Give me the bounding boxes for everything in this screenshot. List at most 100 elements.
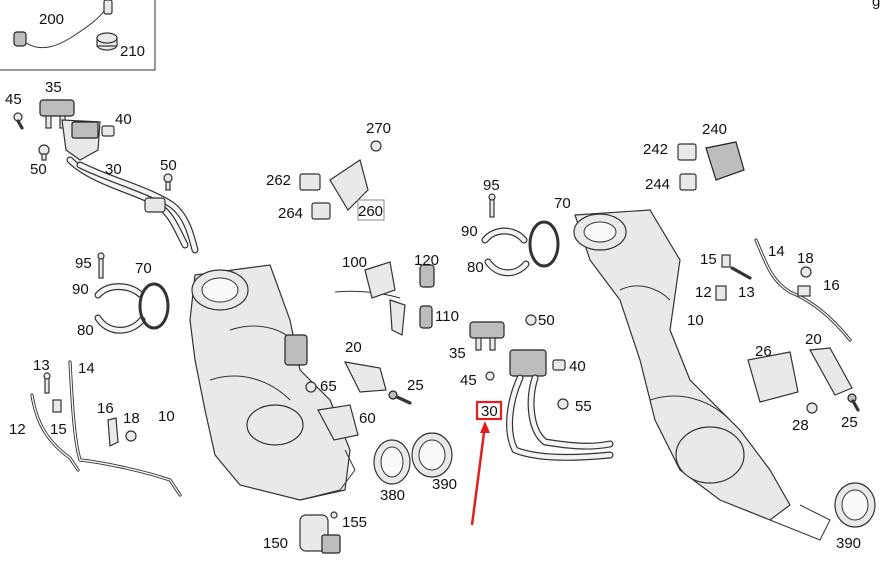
part-50-bolt-right[interactable] <box>525 314 537 326</box>
corner-mark: g <box>872 0 880 10</box>
label-150: 150 <box>263 535 288 552</box>
label-30: 30 <box>105 161 122 178</box>
part-25-bolt-left[interactable] <box>388 390 412 405</box>
label-45: 45 <box>460 372 477 389</box>
label-244: 244 <box>645 176 670 193</box>
label-390: 390 <box>836 535 861 552</box>
label-20: 20 <box>345 339 362 356</box>
part-210-grommet[interactable] <box>96 32 118 51</box>
label-26: 26 <box>755 343 772 360</box>
part-100-sensor-bracket[interactable] <box>334 261 406 336</box>
label-30-highlighted[interactable]: 30 <box>481 403 498 420</box>
label-90: 90 <box>461 223 478 240</box>
part-20-bracket-left[interactable] <box>343 361 387 393</box>
part-40-nut-left[interactable] <box>101 125 115 137</box>
part-120-sensor[interactable] <box>419 264 435 288</box>
part-90-clamp-upper-right[interactable] <box>481 227 528 244</box>
label-13: 13 <box>33 357 50 374</box>
callout-labels: 200 210 35 45 40 50 30 50 95 70 90 80 13… <box>5 0 880 552</box>
part-244-clip[interactable] <box>679 173 697 191</box>
right-sensor-line-group <box>715 238 852 342</box>
label-12: 12 <box>9 421 26 438</box>
part-18-nut-left[interactable] <box>125 430 137 442</box>
part-110-sensor[interactable] <box>419 305 433 329</box>
part-60-bracket[interactable] <box>317 404 359 441</box>
part-262-clip[interactable] <box>299 173 321 191</box>
part-242-clip[interactable] <box>677 143 697 161</box>
part-390-clamp-right[interactable] <box>834 482 876 528</box>
label-270: 270 <box>366 120 391 137</box>
label-95: 95 <box>75 255 92 272</box>
part-30-pressure-pipe-left[interactable] <box>66 156 199 254</box>
part-35-pressure-sensor-right[interactable] <box>469 321 505 351</box>
label-14: 14 <box>78 360 95 377</box>
part-264-clip[interactable] <box>311 202 331 220</box>
part-13-bolt-left[interactable] <box>43 372 51 394</box>
part-70-gasket-left[interactable] <box>138 282 170 330</box>
part-80-clamp-lower-right[interactable] <box>484 258 530 277</box>
part-260-bracket[interactable] <box>329 159 385 221</box>
part-20-bracket-right[interactable] <box>809 347 853 396</box>
part-65-bolt[interactable] <box>305 381 317 393</box>
label-20: 20 <box>805 331 822 348</box>
part-380-gasket-ring[interactable] <box>373 439 411 485</box>
right-pressure-sensor-assembly <box>469 314 614 461</box>
part-15-clip-left[interactable] <box>52 399 62 413</box>
part-390-clamp-left[interactable] <box>411 432 453 478</box>
part-18-nut-right[interactable] <box>800 266 812 278</box>
part-12-clip-right[interactable] <box>715 285 727 301</box>
part-26-bracket[interactable] <box>747 351 799 403</box>
part-155-bolt[interactable] <box>330 511 338 519</box>
label-210: 210 <box>120 43 145 60</box>
label-90: 90 <box>72 281 89 298</box>
label-15: 15 <box>700 251 717 268</box>
part-90-clamp-upper-left[interactable] <box>94 283 144 299</box>
part-40-nut-right[interactable] <box>552 359 566 371</box>
part-16-clip-right[interactable] <box>797 285 811 297</box>
part-150-sensor[interactable] <box>299 514 341 554</box>
label-200: 200 <box>39 11 64 28</box>
highlight-box[interactable] <box>475 400 503 421</box>
oxygen-sensor-inset <box>0 0 156 71</box>
label-260: 260 <box>358 203 383 220</box>
label-242: 242 <box>643 141 668 158</box>
part-55-bolt[interactable] <box>557 398 569 410</box>
part-200-sensor-cable[interactable] <box>13 0 113 49</box>
part-70-gasket-right[interactable] <box>528 220 560 268</box>
part-95-bolt-left[interactable] <box>97 252 105 279</box>
part-28-bolt[interactable] <box>806 402 818 414</box>
label-15: 15 <box>50 421 67 438</box>
label-262: 262 <box>266 172 291 189</box>
part-10-exhaust-aftertreatment-right[interactable] <box>573 209 831 541</box>
part-16-bracket-left[interactable] <box>107 417 119 447</box>
part-270-clip[interactable] <box>370 140 382 152</box>
part-50-bolt-lower-left[interactable] <box>163 173 173 191</box>
right-clamp-group <box>481 193 560 277</box>
bracket-left[interactable] <box>61 119 101 161</box>
label-110: 110 <box>435 308 459 325</box>
part-14-sensor-line-left[interactable] <box>30 360 182 497</box>
label-25: 25 <box>841 414 858 431</box>
part-95-bolt-right[interactable] <box>488 193 496 218</box>
part-14-sensor-line-right[interactable] <box>754 238 852 342</box>
label-12: 12 <box>695 284 712 301</box>
label-40: 40 <box>569 358 586 375</box>
part-240-sensor-module[interactable] <box>705 141 745 181</box>
part-15-clip-right[interactable] <box>721 254 731 268</box>
part-80-clamp-lower-left[interactable] <box>94 314 146 334</box>
part-10-exhaust-aftertreatment-left[interactable] <box>189 264 356 501</box>
label-70: 70 <box>554 195 571 212</box>
part-45-bolt-right[interactable] <box>485 371 495 381</box>
label-80: 80 <box>77 322 94 339</box>
part-30-pressure-pipe-right[interactable] <box>506 349 614 461</box>
label-14: 14 <box>768 243 785 260</box>
part-45-bolt-left[interactable] <box>13 112 24 130</box>
part-25-bolt-right[interactable] <box>847 393 860 412</box>
label-10: 10 <box>687 312 704 329</box>
label-55: 55 <box>575 398 592 415</box>
part-13-bolt-right[interactable] <box>730 266 752 280</box>
highlight-part-30[interactable] <box>470 400 503 526</box>
label-16: 16 <box>823 277 840 294</box>
part-50-bolt-upper-left[interactable] <box>38 144 50 161</box>
